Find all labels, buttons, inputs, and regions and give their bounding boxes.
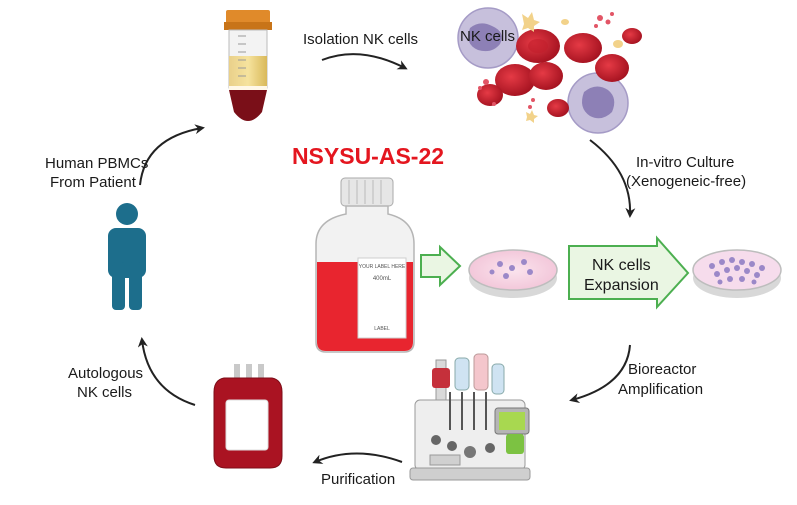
label-culture-1: In-vitro Culture (636, 154, 735, 171)
green-arrow-small-icon (420, 244, 462, 288)
bioreactor-icon (409, 353, 531, 481)
patient-person-icon (108, 203, 146, 310)
diagram-title: NSYSU-AS-22 (291, 143, 445, 169)
nk-cells-cluster-icon (457, 7, 642, 134)
arrow-to-culture (589, 139, 636, 218)
media-bottle-icon (315, 177, 415, 353)
label-nk-cells: NK cells (460, 28, 516, 45)
bottle-label-line3: LABEL (374, 326, 390, 332)
blood-bag-icon (213, 364, 283, 469)
arrow-to-bioreactor (569, 344, 631, 403)
bottle-label-line2: 400mL (372, 276, 392, 282)
arrow-purification (312, 452, 403, 464)
label-purification: Purification (321, 471, 396, 488)
label-pbmc-2: From Patient (50, 174, 136, 191)
label-autologous-2: NK cells (77, 384, 133, 401)
arrow-to-patient (137, 337, 196, 406)
label-bioreactor-1: Bioreactor (628, 361, 697, 378)
expanded-petri-dish-icon (692, 249, 782, 298)
label-expansion-2: Expansion (584, 277, 659, 294)
label-autologous-1: Autologous (68, 365, 144, 382)
arrow-to-tube (139, 124, 205, 186)
centrifuge-tube-icon (224, 10, 272, 121)
label-bioreactor-2: Amplification (618, 381, 704, 398)
label-expansion-1: NK cells (592, 257, 651, 274)
label-pbmc-1: Human PBMCs (45, 155, 149, 172)
label-culture-2: (Xenogeneic-free) (626, 173, 747, 190)
green-arrow-expansion (568, 235, 690, 310)
petri-dish-icon (468, 249, 558, 298)
bottle-label-line1: YOUR LABEL HERE (358, 264, 406, 270)
label-isolation: Isolation NK cells (303, 31, 419, 48)
arrow-isolation (321, 53, 408, 70)
